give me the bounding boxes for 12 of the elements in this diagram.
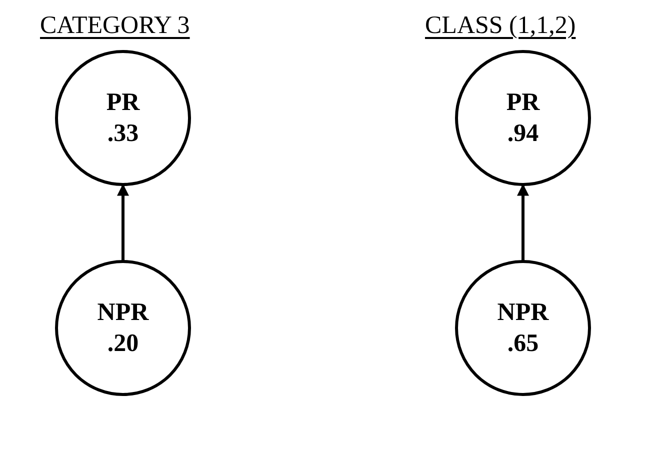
node-value: .20 bbox=[107, 329, 139, 359]
node-value: .33 bbox=[107, 119, 139, 149]
node-value: .94 bbox=[507, 119, 539, 149]
arrow bbox=[517, 184, 529, 261]
column-heading: CLASS (1,1,2) bbox=[425, 12, 576, 40]
node-label: NPR bbox=[497, 298, 549, 328]
node-value: .65 bbox=[507, 329, 539, 359]
node-label: NPR bbox=[97, 298, 149, 328]
arrow bbox=[117, 184, 129, 261]
column-heading: CATEGORY 3 bbox=[40, 12, 190, 40]
node-label: PR bbox=[106, 88, 140, 118]
node-label: PR bbox=[506, 88, 540, 118]
